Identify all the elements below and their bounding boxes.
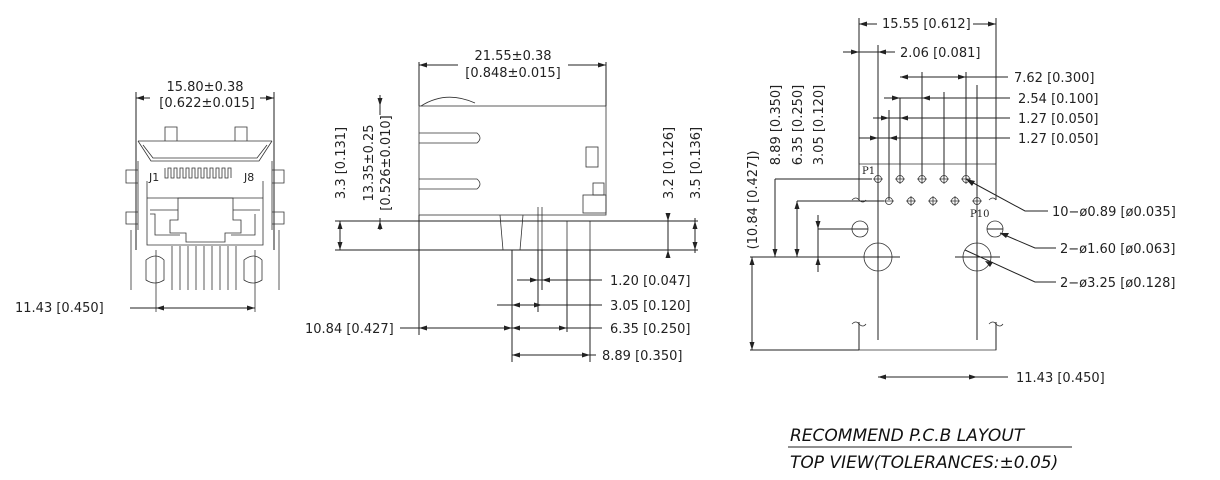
- caption: RECOMMEND P.C.B LAYOUT TOP VIEW(TOLERANC…: [788, 426, 1072, 473]
- side-length-dim: 21.55±0.38: [474, 49, 551, 64]
- side-d1: 1.20 [0.047]: [610, 274, 690, 289]
- pcb-pitch-254: 2.54 [0.100]: [1018, 92, 1098, 107]
- pcb-overall-width: 15.55 [0.612]: [882, 17, 971, 32]
- side-height-dim: 13.35±0.25: [362, 124, 377, 201]
- side-d2: 3.05 [0.120]: [610, 299, 690, 314]
- pcb-v305: 3.05 [0.120]: [812, 85, 827, 165]
- front-width-dim-in: [0.622±0.015]: [159, 96, 254, 111]
- caption-subtitle: TOP VIEW(TOLERANCES:±0.05): [790, 453, 1058, 473]
- large-holes-callout: 2−ø3.25 [ø0.128]: [1060, 276, 1176, 291]
- pcb-pitch-127b: 1.27 [0.050]: [1018, 132, 1098, 147]
- pcb-v889: 8.89 [0.350]: [769, 85, 784, 165]
- side-standoff-dim: 3.3 [0.131]: [334, 127, 349, 199]
- pin1-label: P1: [862, 166, 875, 177]
- pcb-layout: 15.55 [0.612] 2.06 [0.081] 7.62 [0.300] …: [746, 17, 1176, 386]
- side-length-dim-in: [0.848±0.015]: [465, 66, 560, 81]
- side-view: 21.55±0.38 [0.848±0.015] 3.3 [0.131] 13.…: [305, 49, 704, 364]
- pcb-post-spacing: 11.43 [0.450]: [1016, 371, 1105, 386]
- pcb-row-depth: (10.84 [0.427]): [746, 151, 761, 250]
- pcb-edge-offset: 2.06 [0.081]: [900, 46, 980, 61]
- front-post-spacing: 11.43 [0.450]: [15, 301, 104, 316]
- pcb-pitch-127a: 1.27 [0.050]: [1018, 112, 1098, 127]
- small-holes-callout: 2−ø1.60 [ø0.063]: [1060, 242, 1176, 257]
- side-pin-len-b: 3.5 [0.136]: [689, 127, 704, 199]
- pin-label-j8: J8: [243, 171, 254, 184]
- side-d3: 6.35 [0.250]: [610, 322, 690, 337]
- pin10-label: P10: [970, 209, 989, 220]
- pcb-pitch-762: 7.62 [0.300]: [1014, 71, 1094, 86]
- side-height-dim-in: [0.526±0.010]: [379, 115, 394, 210]
- side-d5: 10.84 [0.427]: [305, 322, 394, 337]
- side-pin-len-a: 3.2 [0.126]: [662, 127, 677, 199]
- pcb-v635: 6.35 [0.250]: [791, 85, 806, 165]
- caption-title: RECOMMEND P.C.B LAYOUT: [790, 426, 1026, 446]
- signal-holes: [873, 174, 982, 206]
- front-width-dim: 15.80±0.38: [166, 80, 243, 95]
- front-view: 15.80±0.38 [0.622±0.015] J1 J8 11.43 [0.…: [15, 80, 285, 316]
- side-d4: 8.89 [0.350]: [602, 349, 682, 364]
- signal-holes-callout: 10−ø0.89 [ø0.035]: [1052, 205, 1176, 220]
- pin-label-j1: J1: [148, 171, 159, 184]
